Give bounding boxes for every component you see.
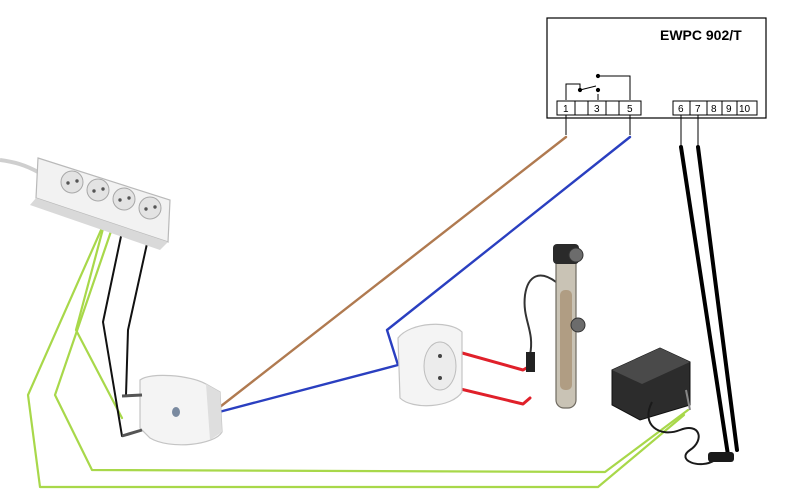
power-cord — [0, 158, 39, 174]
controller-unit: EWPC 902/T 1 3 5 — [546, 17, 767, 145]
aquarium-heater — [523, 244, 586, 409]
plug-pin-1 — [121, 393, 143, 398]
wires — [26, 135, 739, 489]
power-adapter — [611, 347, 734, 466]
red-wire-1 — [453, 349, 532, 372]
terminal-1-label: 1 — [563, 104, 569, 115]
blue-wire — [217, 135, 632, 414]
terminal-strip-right: 6 7 8 9 10 — [672, 100, 758, 116]
terminal-strip-left: 1 3 5 — [556, 100, 642, 116]
terminal-7-label: 7 — [695, 104, 701, 115]
green-wire-1 — [26, 201, 686, 489]
adapter-cable — [647, 401, 716, 466]
plug — [121, 374, 223, 446]
heater-cable — [523, 274, 557, 356]
black-cable-7 — [696, 145, 739, 452]
relay-symbol — [565, 73, 631, 100]
brown-wire — [214, 135, 568, 412]
terminal-5-label: 5 — [627, 104, 633, 115]
plug-pin-2 — [121, 428, 143, 438]
black-cable-6 — [679, 145, 730, 457]
terminal-8-label: 8 — [711, 104, 717, 115]
terminal-6-label: 6 — [678, 104, 684, 115]
controller-model-label: EWPC 902/T — [660, 27, 742, 43]
socket-adapter — [397, 323, 463, 407]
terminal-10-label: 10 — [739, 104, 751, 115]
power-strip — [0, 157, 171, 250]
green-wire-3 — [74, 208, 124, 420]
terminal-9-label: 9 — [726, 104, 732, 115]
black-wire-1 — [102, 202, 129, 437]
power-strip-socket — [60, 170, 162, 220]
terminal-3-label: 3 — [594, 104, 600, 115]
red-wire-2 — [446, 384, 532, 406]
black-wire-2 — [125, 229, 151, 396]
